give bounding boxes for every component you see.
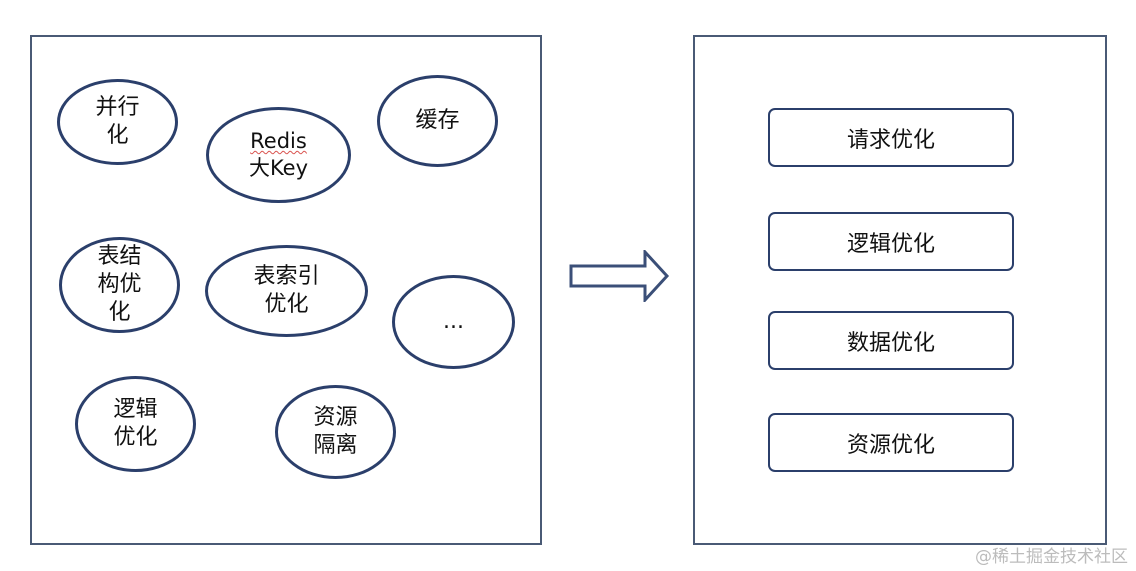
item-data-optimization: 数据优化 <box>768 311 1014 370</box>
node-redis-label: Redis <box>250 129 307 153</box>
watermark: @稀土掘金技术社区 <box>975 547 1128 567</box>
item-resource-optimization: 资源优化 <box>768 413 1014 472</box>
node-resource-isolation: 资源 隔离 <box>275 385 396 479</box>
item-logic-optimization: 逻辑优化 <box>768 212 1014 271</box>
node-table-index: 表索引 优化 <box>205 245 368 337</box>
node-bigkey-label: 大Key <box>248 156 309 180</box>
node-cache: 缓存 <box>377 75 498 167</box>
node-parallelize: 并行 化 <box>57 79 178 165</box>
node-table-structure: 表结 构优 化 <box>59 237 180 333</box>
node-logic-optimization: 逻辑 优化 <box>75 376 196 472</box>
right-arrow-icon <box>569 250 670 302</box>
item-request-optimization: 请求优化 <box>768 108 1014 167</box>
node-ellipsis: ... <box>392 275 515 369</box>
node-redis-bigkey: Redis 大Key <box>206 107 351 203</box>
